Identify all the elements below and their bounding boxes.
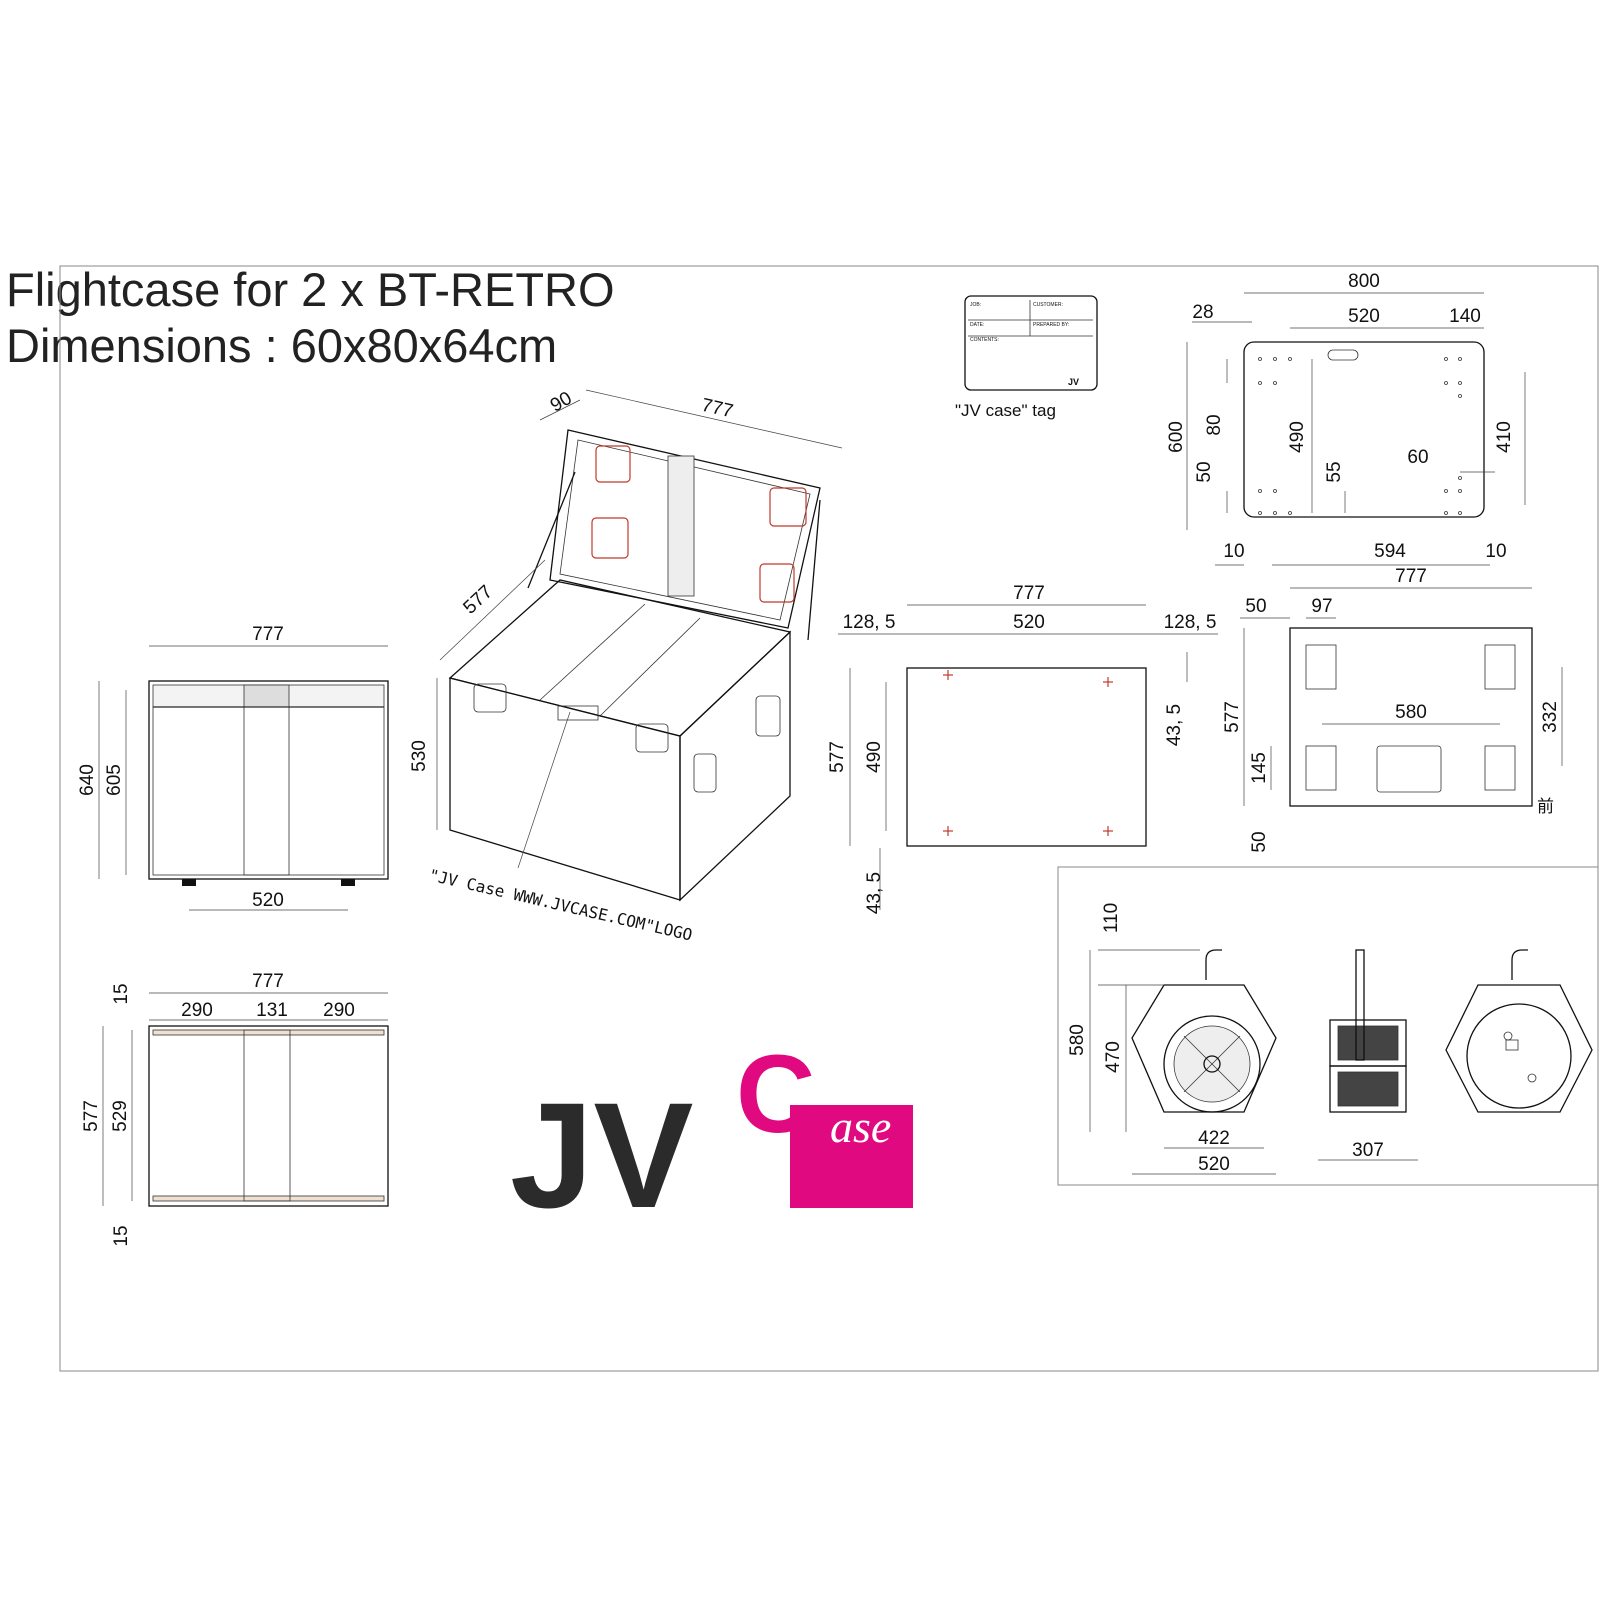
dim-iso-w777: 777: [699, 395, 735, 423]
logo-case-text: ase: [830, 1101, 891, 1152]
dim-top-h60: 60: [1407, 447, 1428, 468]
tag-logo-mark: JV: [1068, 377, 1079, 387]
dim-plate-right: 128, 5: [1164, 612, 1217, 633]
dim-section-w131: 131: [256, 1000, 288, 1021]
dim-iso-d577: 577: [459, 581, 497, 618]
drawing-title: Flightcase for 2 x BT-RETRO: [6, 263, 615, 316]
mounting-plate-drawing: 777 128, 5 520 128, 5 577 490 43, 5 43, …: [827, 583, 1218, 914]
fixture-drawings: 110 580 470 422 520 307: [1067, 903, 1593, 1175]
tag-field-prepared: PREPARED BY:: [1033, 322, 1069, 328]
dim-top-height: 600: [1166, 421, 1187, 453]
dim-top-right: 140: [1449, 306, 1481, 327]
dim-top-overall: 800: [1348, 271, 1380, 292]
front-mark: 前: [1537, 797, 1554, 816]
dim-section-w290b: 290: [323, 1000, 355, 1021]
dim-iso-h530: 530: [409, 740, 430, 772]
dim-plate-h577: 577: [827, 741, 848, 773]
dim-top-left: 28: [1192, 302, 1213, 323]
tag-field-job: JOB:: [970, 302, 981, 308]
dim-plate-center: 520: [1013, 612, 1045, 633]
dim-section-t15b: 15: [111, 1225, 132, 1246]
dim-fixture-h580: 580: [1067, 1024, 1088, 1056]
jv-case-logo: JV C ase: [510, 1033, 913, 1239]
top-view-drawing: 800 28 520 140 600 80 50 490 55 60 410 1…: [1166, 271, 1526, 566]
front-view-drawing: 777 640 605 520: [77, 624, 389, 911]
dim-section-t15a: 15: [111, 983, 132, 1004]
isometric-case-drawing: 90 777 577 530 "JV Case WWW.JVCASE.COM"L…: [409, 388, 843, 945]
dim-top-h55: 55: [1324, 461, 1345, 482]
tag-field-contents: CONTENTS:: [970, 337, 999, 343]
dim-section-h577: 577: [81, 1100, 102, 1132]
tag-field-customer: CUSTOMER:: [1033, 302, 1063, 308]
section-view-drawing: 777 290 131 290 15 577 529 15: [81, 971, 389, 1247]
dim-lid-h577: 577: [1222, 701, 1243, 733]
dim-plate-left: 128, 5: [843, 612, 896, 633]
dim-plate-h43a: 43, 5: [1164, 704, 1185, 746]
logo-jv-text: JV: [510, 1071, 693, 1239]
dim-top-h80: 80: [1204, 414, 1225, 435]
dim-lid-h332: 332: [1540, 701, 1561, 733]
dim-plate-h490: 490: [864, 741, 885, 773]
dim-section-width: 777: [252, 971, 284, 992]
tag-field-date: DATE:: [970, 322, 984, 328]
dim-lid-h50: 50: [1249, 831, 1270, 852]
dim-plate-h43b: 43, 5: [864, 872, 885, 914]
tag-caption: "JV case" tag: [955, 401, 1056, 420]
logo-case-box: [790, 1105, 913, 1208]
dim-top-b10a: 10: [1223, 541, 1244, 562]
dim-iso-w90: 90: [547, 388, 576, 417]
fixture-panel-frame: [1057, 866, 1599, 1186]
dim-front-width: 777: [252, 624, 284, 645]
dim-top-b594: 594: [1374, 541, 1406, 562]
dim-fixture-w422: 422: [1198, 1128, 1230, 1149]
jv-case-tag: JOB: CUSTOMER: DATE: PREPARED BY: CONTEN…: [955, 295, 1098, 420]
dim-top-h490: 490: [1287, 421, 1308, 453]
logo-note: "JV Case WWW.JVCASE.COM"LOGO: [427, 865, 694, 944]
dim-section-w290a: 290: [181, 1000, 213, 1021]
dim-lid-h145: 145: [1249, 752, 1270, 784]
dim-fixture-w307: 307: [1352, 1140, 1384, 1161]
dim-top-h410: 410: [1494, 421, 1515, 453]
dim-top-h50: 50: [1194, 461, 1215, 482]
dim-front-h605: 605: [104, 764, 125, 796]
logo-c-letter: C: [736, 1033, 815, 1156]
dim-section-h529: 529: [110, 1100, 131, 1132]
dim-top-center: 520: [1348, 306, 1380, 327]
drawing-frame: [59, 265, 1599, 1372]
lid-layout-drawing: 777 50 97 580 577 332 145 50 前: [1222, 566, 1563, 853]
dim-front-wheel: 520: [252, 890, 284, 911]
drawing-subtitle: Dimensions : 60x80x64cm: [6, 319, 558, 372]
dim-fixture-w520: 520: [1198, 1154, 1230, 1175]
dim-lid-w50: 50: [1245, 596, 1266, 617]
dim-lid-w97: 97: [1311, 596, 1332, 617]
dim-top-b10b: 10: [1485, 541, 1506, 562]
dim-fixture-h470: 470: [1103, 1041, 1124, 1073]
dim-fixture-h110: 110: [1101, 903, 1122, 933]
dim-front-h640: 640: [77, 764, 98, 796]
dim-lid-w580: 580: [1395, 702, 1427, 723]
dim-plate-width: 777: [1013, 583, 1045, 604]
dim-lid-width: 777: [1395, 566, 1427, 587]
